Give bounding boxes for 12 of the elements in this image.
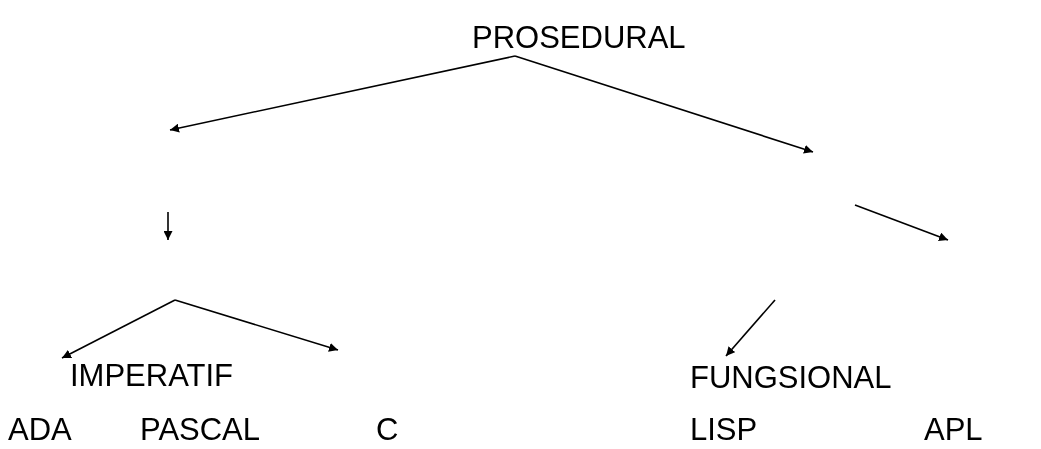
arrow — [61, 299, 176, 359]
term-label: PASCAL — [140, 412, 261, 448]
term-label: LISP — [690, 412, 758, 448]
term-label: PROSEDURAL — [472, 20, 686, 56]
term-label: APL — [924, 412, 983, 448]
arrow — [169, 55, 516, 133]
term-label: IMPERATIF — [40, 358, 234, 394]
term-label: ADA — [8, 412, 72, 448]
term-label: C — [376, 412, 399, 448]
arrow — [514, 55, 814, 154]
arrow — [725, 299, 776, 357]
term-label: FUNGSIONAL — [690, 360, 892, 396]
